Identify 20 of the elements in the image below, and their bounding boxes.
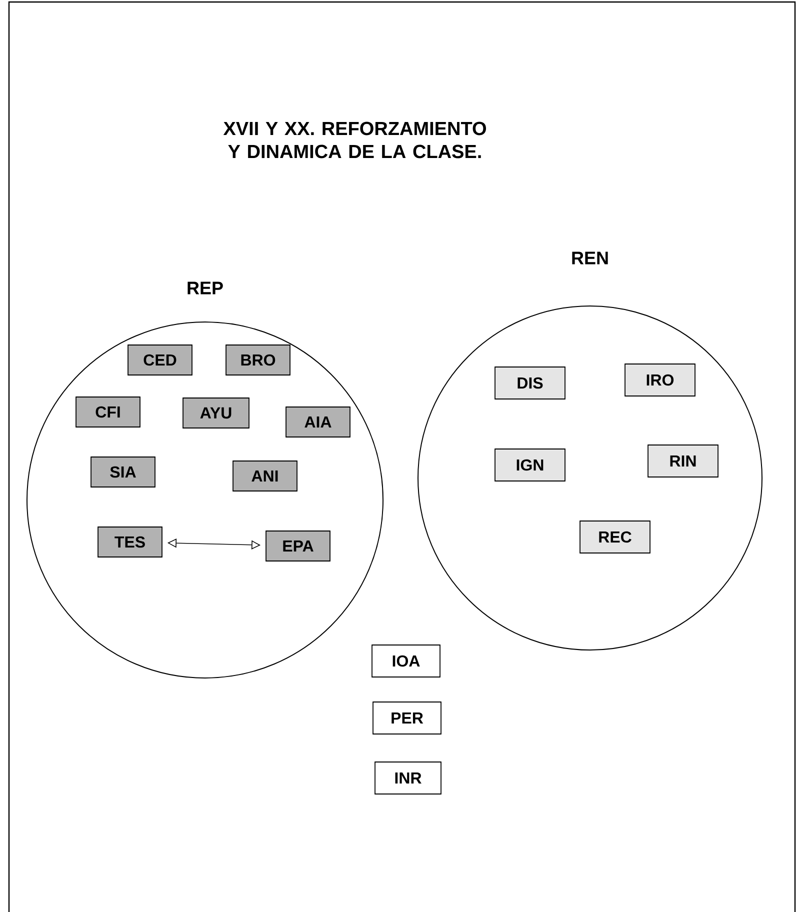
label-box: RIN <box>648 444 718 478</box>
label-box: SIA <box>90 456 156 488</box>
label-box: CED <box>128 344 192 376</box>
label-box: CFI <box>76 396 140 428</box>
label-box: PER <box>372 702 442 734</box>
label-box: AIA <box>286 406 350 438</box>
node-label: REN <box>572 252 608 264</box>
label-box: IOA <box>372 644 440 678</box>
label-box: BRO <box>226 344 290 376</box>
node-label: REP <box>188 282 223 294</box>
label-box: DIS <box>494 366 566 400</box>
label-box: EPA <box>266 530 330 562</box>
label-box: REC <box>580 520 650 554</box>
label-box: ANI <box>232 460 298 492</box>
label-box: AYU <box>182 398 250 428</box>
label-box: IGN <box>494 448 566 482</box>
title: XVII Y XX. REFORZAMIENTO Y DINAMICA DE LA CLASE. <box>223 122 486 158</box>
label-box: INR <box>374 762 442 794</box>
label-box: IRO <box>624 364 696 396</box>
label-box: TES <box>98 526 162 558</box>
